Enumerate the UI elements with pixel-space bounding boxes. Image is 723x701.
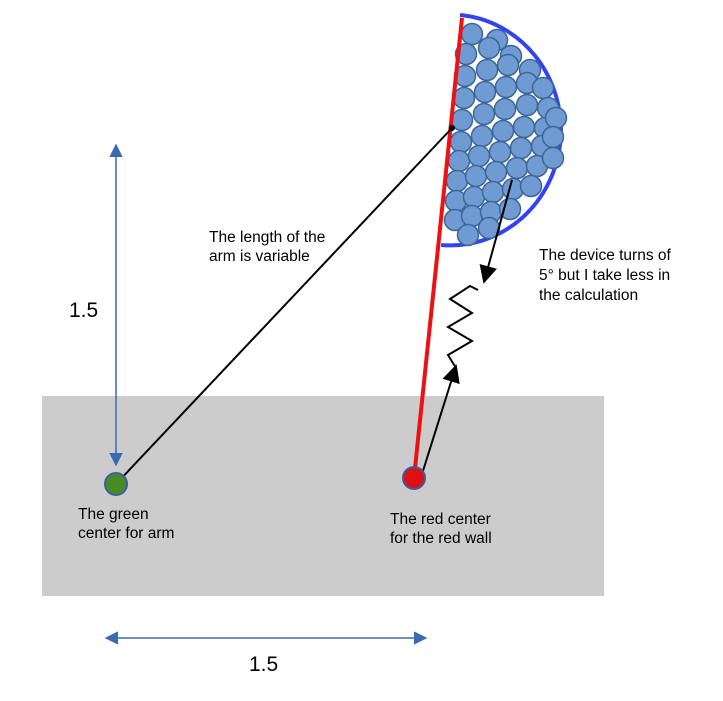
ball	[470, 124, 494, 148]
ball	[481, 180, 505, 204]
ball	[541, 146, 565, 170]
ball	[531, 76, 555, 100]
ball	[475, 58, 499, 82]
ball	[505, 156, 529, 180]
ball	[472, 102, 496, 126]
ball	[477, 36, 501, 60]
ball	[544, 106, 568, 130]
ball	[496, 53, 520, 77]
ball	[491, 119, 515, 143]
vertical-dimension-label: 1.5	[69, 299, 98, 322]
ball	[456, 223, 480, 247]
ball	[447, 149, 471, 173]
ball	[494, 75, 518, 99]
ball	[512, 115, 536, 139]
ball	[493, 97, 517, 121]
red-center	[402, 466, 426, 490]
arm-length-label: The length of the arm is variable	[209, 229, 330, 265]
zigzag-spring-icon	[446, 284, 479, 369]
horizontal-dimension-label: 1.5	[249, 653, 278, 676]
red-center-label: The red center for the red wall	[390, 511, 495, 547]
arm-line	[115, 127, 453, 485]
ball	[467, 144, 491, 168]
ball	[462, 185, 486, 209]
ball	[445, 169, 469, 193]
ball	[488, 140, 512, 164]
base-block	[42, 396, 604, 596]
ball	[464, 164, 488, 188]
ball	[460, 22, 484, 46]
green-center-label: The green center for arm	[78, 506, 174, 542]
ball-cluster	[443, 22, 568, 247]
red-wall	[412, 17, 464, 479]
ball	[452, 86, 476, 110]
ball	[541, 125, 565, 149]
device-turn-label: The device turns of 5° but I take less i…	[539, 247, 675, 304]
arm-pivot-dot	[449, 125, 455, 131]
ball	[473, 80, 497, 104]
spring-lower-arrow	[421, 364, 460, 475]
spring-upper-arrow	[479, 179, 513, 284]
ball	[484, 160, 508, 184]
ball	[515, 93, 539, 117]
green-center	[104, 472, 128, 496]
ball	[509, 136, 533, 160]
ball	[449, 130, 473, 154]
ball	[519, 174, 543, 198]
